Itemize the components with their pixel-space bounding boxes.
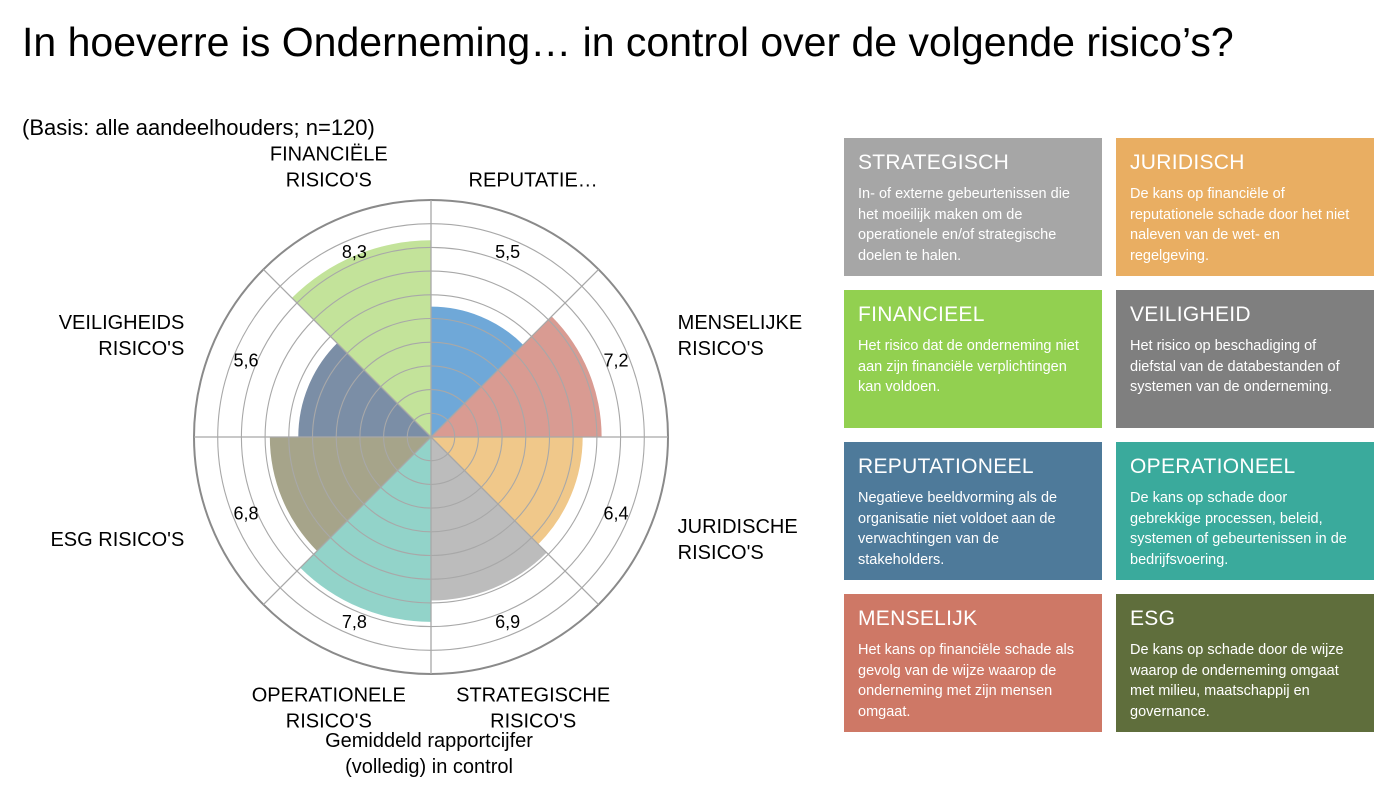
- legend-box-operationeel: OPERATIONEEL De kans op schade door gebre…: [1116, 442, 1374, 580]
- category-label: ESG RISICO'S: [50, 529, 184, 551]
- legend-box-financieel: FINANCIEEL Het risico dat de onderneming …: [844, 290, 1102, 428]
- legend-box-text: In- of externe gebeurtenissen die het mo…: [858, 186, 1070, 264]
- legend-box-title: FINANCIEEL: [858, 303, 985, 326]
- value-label: 5,5: [495, 242, 520, 262]
- spoke-line: [262, 436, 432, 606]
- legend-box-title: JURIDISCH: [1130, 151, 1245, 174]
- page-subtitle: (Basis: alle aandeelhouders; n=120): [22, 115, 375, 140]
- spoke-line: [262, 268, 432, 438]
- page-title: In hoeverre is Onderneming… in control o…: [22, 19, 1234, 65]
- legend-box-title: STRATEGISCH: [858, 151, 1010, 174]
- legend-box-text: Het risico op beschadiging of diefstal v…: [1130, 338, 1340, 395]
- legend-box-text: De kans op financiële of reputationele s…: [1130, 186, 1350, 264]
- legend-box-title: VEILIGHEID: [1130, 303, 1251, 326]
- legend-box-juridisch: JURIDISCH De kans op financiële of reputa…: [1116, 138, 1374, 276]
- sector-0: [431, 306, 524, 437]
- legend-box-title: ESG: [1130, 607, 1176, 630]
- value-label: 7,2: [604, 350, 629, 370]
- legend-box-reputationeel: REPUTATIONEEL Negatieve beeldvorming als …: [844, 442, 1102, 580]
- legend-box-text: De kans op schade door gebrekkige proces…: [1130, 490, 1347, 568]
- value-label: 6,4: [604, 504, 629, 524]
- legend-box-title: MENSELIJK: [858, 607, 978, 630]
- sector-6: [298, 343, 431, 437]
- sector-3: [431, 437, 547, 601]
- category-label: REPUTATIE…: [469, 169, 598, 191]
- legend-box-text: Negatieve beeldvorming als de organisati…: [858, 490, 1058, 568]
- axis-title: Gemiddeld rapportcijfer(volledig) in con…: [325, 730, 533, 778]
- sector-2: [431, 437, 583, 545]
- sector-1: [431, 316, 602, 437]
- polar-area-chart: 5,5 7,2 6,4 6,9 7,8 6,8 5,6 8,3 REPUTATIE… MENSE…: [50, 143, 802, 778]
- value-label: 5,6: [233, 350, 258, 370]
- legend-box-strategisch: STRATEGISCH In- of externe gebeurtenissen…: [844, 138, 1102, 276]
- value-label: 6,8: [233, 504, 258, 524]
- legend-box-text: De kans op schade door de wijze waarop d…: [1130, 642, 1344, 720]
- value-label: 8,3: [342, 242, 367, 262]
- sector-7: [291, 240, 431, 437]
- legend-box-menselijk: MENSELIJK Het kans op financiële schade a…: [844, 594, 1102, 732]
- legend-box-veiligheid: VEILIGHEID Het risico op beschadiging of …: [1116, 290, 1374, 428]
- spoke-line: [430, 436, 600, 606]
- value-label: 7,8: [342, 612, 367, 632]
- legend-box-text: Het kans op financiële schade als gevolg…: [858, 642, 1075, 720]
- value-label: 6,9: [495, 612, 520, 632]
- legend-box-title: REPUTATIONEEL: [858, 455, 1034, 478]
- legend-box-text: Het risico dat de onderneming niet aan z…: [858, 338, 1079, 395]
- legend-box-esg: ESG De kans op schade door de wijze waaro…: [1116, 594, 1374, 732]
- spoke-line: [430, 268, 600, 438]
- legend-box-title: OPERATIONEEL: [1130, 455, 1296, 478]
- sector-5: [269, 437, 431, 551]
